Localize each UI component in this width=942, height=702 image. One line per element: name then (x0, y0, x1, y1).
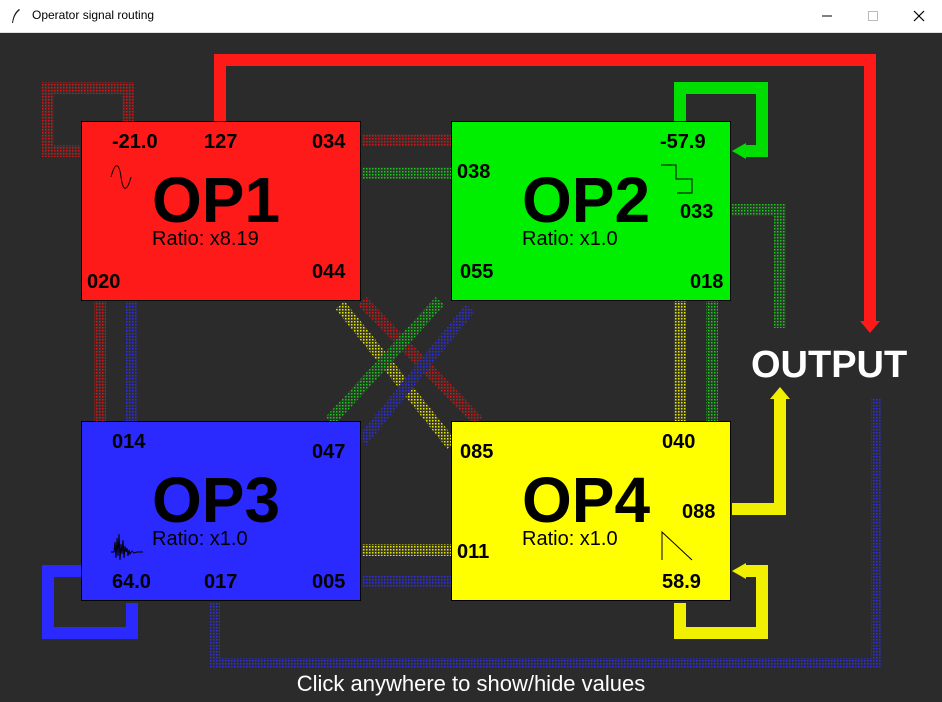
feather-icon (12, 9, 20, 23)
op1-feedback-route (42, 82, 134, 157)
op3-feedback-route (42, 565, 138, 639)
noise-wave-icon (111, 533, 143, 561)
op2-value-d: 055 (460, 261, 494, 283)
close-button[interactable] (896, 0, 942, 32)
op2-title: OP2 (522, 164, 651, 236)
op4-box[interactable]: 085 040 OP4 Ratio: x1.0 088 011 58.9 (451, 421, 731, 601)
op4-value-a: 085 (460, 441, 494, 463)
op4-ratio: Ratio: x1.0 (522, 528, 618, 550)
minimize-icon (822, 15, 832, 17)
output-label: OUTPUT (751, 344, 908, 386)
op2-feedback-arrow (732, 143, 746, 159)
op4-output-route (732, 398, 786, 515)
op3-value-c: 64.0 (112, 571, 151, 593)
op1-output-arrow (860, 321, 880, 333)
op1-value-c: 034 (312, 131, 346, 153)
op2-op4-routes (674, 301, 718, 421)
diagonal-routes (325, 296, 483, 449)
op1-op3-routes (94, 301, 138, 421)
op2-box[interactable]: -57.9 038 033 OP2 Ratio: x1.0 055 018 (451, 121, 731, 301)
op1-title: OP1 (152, 164, 281, 236)
op3-title: OP3 (152, 464, 281, 536)
op2-ratio: Ratio: x1.0 (522, 228, 618, 250)
op2-value-c: 033 (680, 201, 714, 223)
op2-value-a: -57.9 (660, 131, 706, 153)
hint-text: Click anywhere to show/hide values (296, 671, 646, 696)
window-title: Operator signal routing (32, 8, 155, 22)
close-icon (913, 10, 925, 22)
op4-value-b: 040 (662, 431, 696, 453)
op1-value-e: 020 (87, 271, 121, 293)
op1-ratio: Ratio: x8.19 (152, 228, 259, 250)
maximize-button[interactable] (850, 0, 896, 32)
op2-feedback-route (674, 82, 768, 157)
op3-output-route (210, 398, 881, 668)
op2-output-route (732, 204, 786, 328)
op3-ratio: Ratio: x1.0 (152, 528, 248, 550)
op4-value-e: 58.9 (662, 571, 701, 593)
op4-title: OP4 (522, 464, 651, 536)
op1-value-b: 127 (204, 131, 238, 153)
routing-lines (42, 54, 881, 668)
op3-value-b: 047 (312, 441, 346, 463)
op3-box[interactable]: 014 047 OP3 Ratio: x1.0 64.0 017 005 (81, 421, 361, 601)
op4-output-arrow (770, 387, 790, 399)
op4-value-d: 011 (457, 541, 490, 563)
sine-wave-icon (110, 165, 132, 189)
title-bar: Operator signal routing (0, 0, 942, 33)
maximize-icon (868, 11, 878, 21)
op4-feedback-arrow (732, 563, 746, 579)
op2-value-b: 038 (457, 161, 491, 183)
op2-value-e: 018 (690, 271, 724, 293)
op3-value-d: 017 (204, 571, 238, 593)
op3-value-a: 014 (112, 431, 146, 453)
sawtooth-wave-icon (661, 530, 693, 561)
square-wave-icon (661, 164, 693, 194)
routing-canvas[interactable]: -21.0 127 034 OP1 Ratio: x8.19 020 044 -… (0, 33, 942, 702)
op1-box[interactable]: -21.0 127 034 OP1 Ratio: x8.19 020 044 (81, 121, 361, 301)
op1-value-a: -21.0 (112, 131, 158, 153)
op3-op4-routes (362, 544, 452, 587)
op3-value-e: 005 (312, 571, 346, 593)
minimize-button[interactable] (804, 0, 850, 32)
op1-value-d: 044 (312, 261, 346, 283)
op4-feedback-route (674, 565, 768, 639)
op4-value-c: 088 (682, 501, 716, 523)
op1-output-route (214, 54, 876, 323)
